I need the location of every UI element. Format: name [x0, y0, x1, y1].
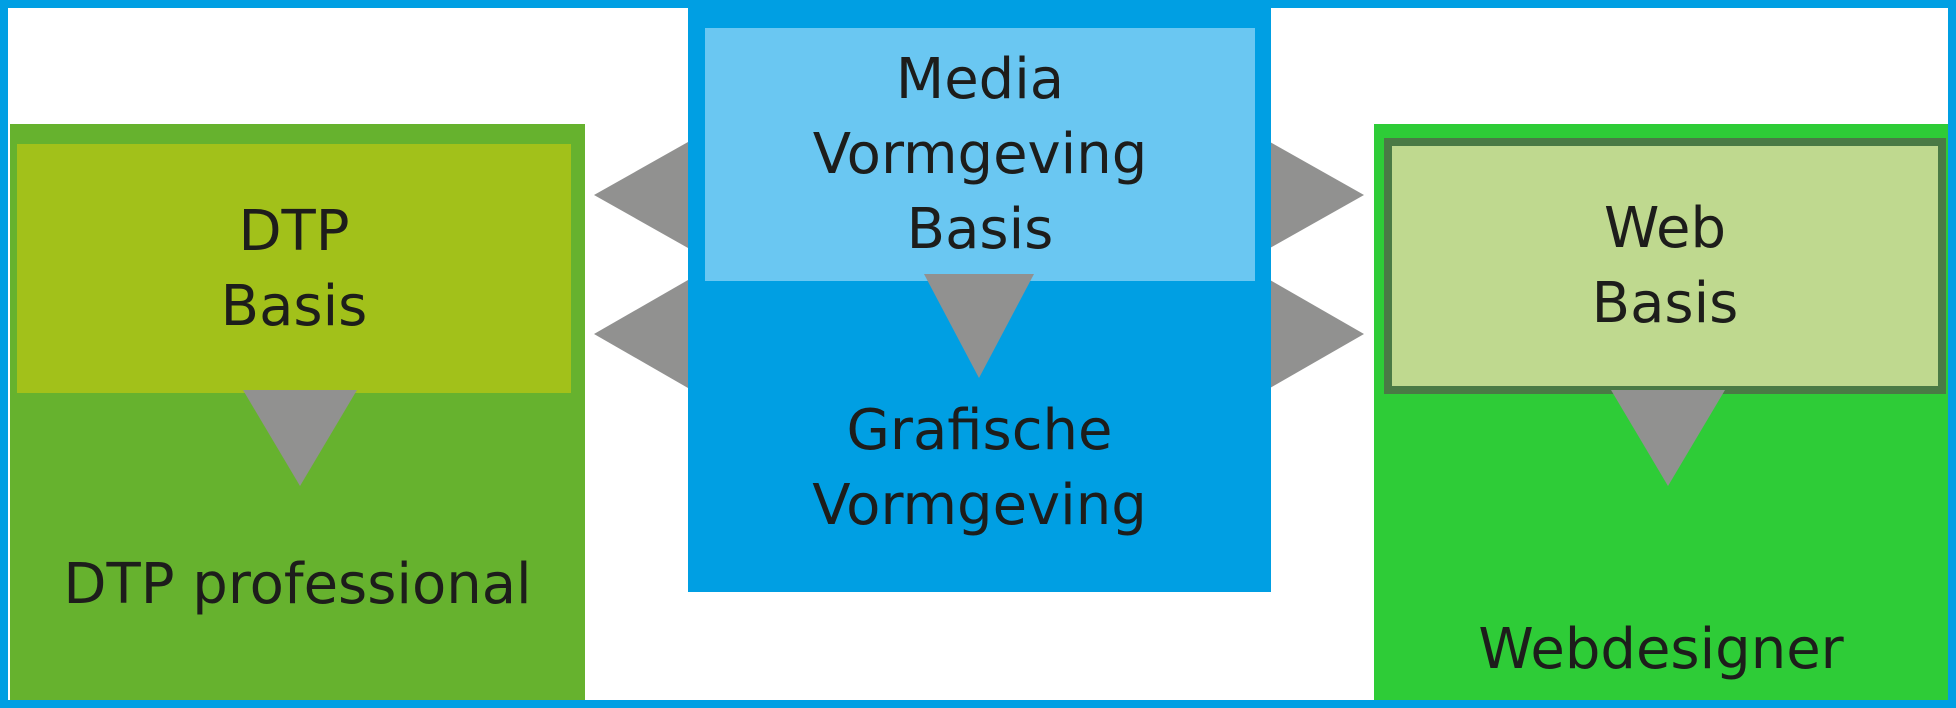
web-block: Web Basis Webdesigner: [1374, 124, 1948, 700]
media-down-arrow-icon: [924, 274, 1034, 378]
arrow-left-upper-icon: [594, 142, 688, 248]
arrow-right-upper-icon: [1270, 142, 1364, 248]
media-basis-box: Media Vormgeving Basis: [705, 28, 1255, 281]
dtp-block: DTP Basis DTP professional: [10, 124, 585, 700]
dtp-basis-label: DTP Basis: [220, 198, 368, 339]
media-block: Media Vormgeving Basis Grafische Vormgev…: [688, 8, 1271, 592]
dtp-professional-label: DTP professional: [63, 551, 532, 617]
media-basis-label: Media Vormgeving Basis: [812, 47, 1148, 262]
dtp-basis-box: DTP Basis: [17, 144, 571, 393]
webdesigner-label: Webdesigner: [1478, 616, 1844, 682]
grafische-vormgeving-label: Grafische Vormgeving: [812, 398, 1147, 538]
dtp-down-arrow-icon: [243, 390, 357, 486]
web-down-arrow-icon: [1611, 390, 1725, 486]
arrow-right-lower-icon: [1270, 280, 1364, 388]
web-basis-label: Web Basis: [1591, 196, 1739, 336]
arrow-left-lower-icon: [594, 280, 688, 388]
